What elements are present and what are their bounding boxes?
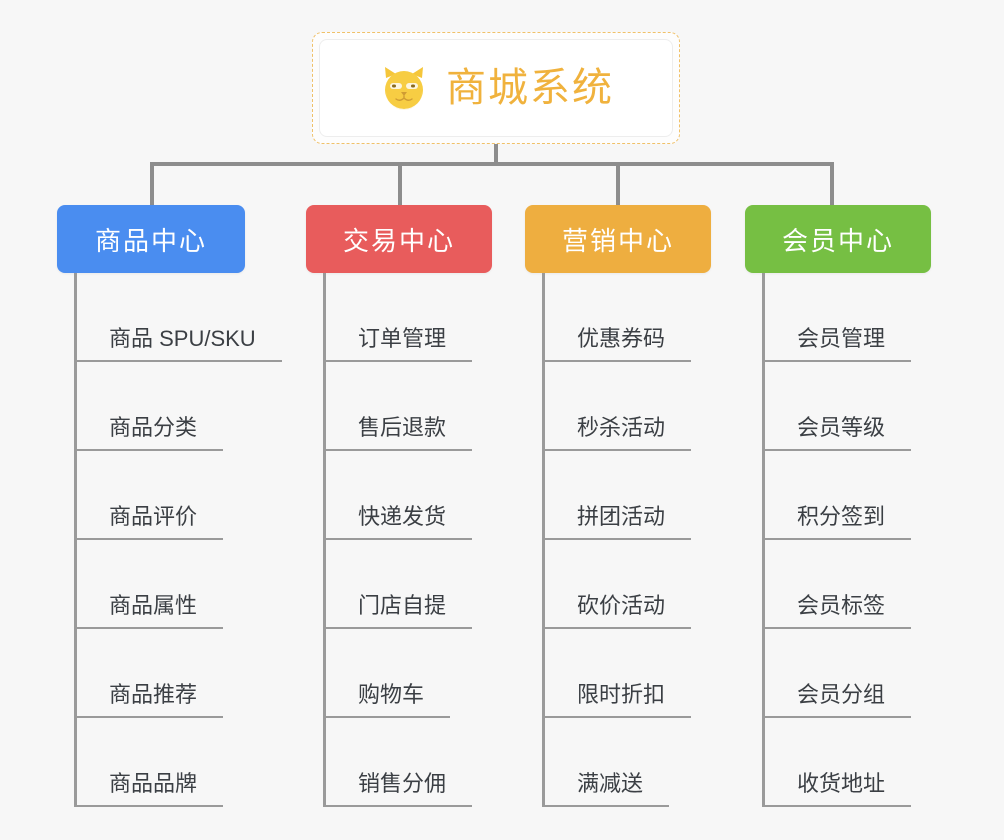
list-item[interactable]: 砍价活动 [545,540,711,629]
sub-item-label: 商品品牌 [77,771,224,807]
list-item[interactable]: 积分签到 [765,451,931,540]
sub-item-label: 购物车 [326,682,451,718]
category-box-trade-center[interactable]: 交易中心 [306,205,492,273]
branch-spine-member-center: 会员管理 会员等级 积分签到 会员标签 会员分组 收货地址 [762,273,931,807]
sub-item-label: 商品 SPU/SKU [77,326,282,362]
sub-item-label: 积分签到 [765,504,912,540]
connector-drop-trade-center [398,162,402,207]
category-box-product-center[interactable]: 商品中心 [57,205,245,273]
list-item[interactable]: 满减送 [545,718,711,807]
list-item[interactable]: 门店自提 [326,540,492,629]
sub-item-label: 订单管理 [326,326,473,362]
list-item[interactable]: 购物车 [326,629,492,718]
sub-item-label: 会员分组 [765,682,912,718]
list-item[interactable]: 会员标签 [765,540,931,629]
list-item[interactable]: 销售分佣 [326,718,492,807]
branch-column-member-center: 会员中心 会员管理 会员等级 积分签到 会员标签 会员分组 收货地址 [745,205,931,807]
sub-item-label: 优惠券码 [545,326,692,362]
sub-item-label: 砍价活动 [545,593,692,629]
connector-drop-marketing-center [616,162,620,207]
list-item[interactable]: 售后退款 [326,362,492,451]
sub-item-label: 收货地址 [765,771,912,807]
branch-spine-marketing-center: 优惠券码 秒杀活动 拼团活动 砍价活动 限时折扣 满减送 [542,273,711,807]
sub-item-label: 会员标签 [765,593,912,629]
list-item[interactable]: 商品分类 [77,362,245,451]
sub-item-label: 会员管理 [765,326,912,362]
list-item[interactable]: 秒杀活动 [545,362,711,451]
sub-item-list-product-center: 商品 SPU/SKU 商品分类 商品评价 商品属性 商品推荐 商品品牌 [77,273,282,807]
list-item[interactable]: 会员管理 [765,273,931,362]
sub-item-list-trade-center: 订单管理 售后退款 快递发货 门店自提 购物车 销售分佣 [326,273,492,807]
sub-item-label: 会员等级 [765,415,912,451]
sub-item-label: 拼团活动 [545,504,692,540]
list-item[interactable]: 快递发货 [326,451,492,540]
root-node-inner-frame [319,39,673,137]
sub-item-label: 门店自提 [326,593,473,629]
list-item[interactable]: 收货地址 [765,718,931,807]
category-box-marketing-center[interactable]: 营销中心 [525,205,711,273]
list-item[interactable]: 商品属性 [77,540,245,629]
branch-column-marketing-center: 营销中心 优惠券码 秒杀活动 拼团活动 砍价活动 限时折扣 满减送 [525,205,711,807]
list-item[interactable]: 限时折扣 [545,629,711,718]
sub-item-list-member-center: 会员管理 会员等级 积分签到 会员标签 会员分组 收货地址 [765,273,931,807]
sub-item-label: 售后退款 [326,415,473,451]
sub-item-label: 限时折扣 [545,682,692,718]
list-item[interactable]: 会员等级 [765,362,931,451]
list-item[interactable]: 优惠券码 [545,273,711,362]
sub-item-label: 快递发货 [326,504,473,540]
sub-item-label: 满减送 [545,771,670,807]
list-item[interactable]: 商品推荐 [77,629,245,718]
list-item[interactable]: 商品评价 [77,451,245,540]
connector-drop-product-center [150,162,154,207]
category-box-member-center[interactable]: 会员中心 [745,205,931,273]
sub-item-label: 商品分类 [77,415,224,451]
branch-column-product-center: 商品中心 商品 SPU/SKU 商品分类 商品评价 商品属性 商品推荐 商品品牌 [57,205,282,807]
list-item[interactable]: 订单管理 [326,273,492,362]
list-item[interactable]: 商品品牌 [77,718,245,807]
shiba-dog-icon [378,62,430,114]
sub-item-label: 销售分佣 [326,771,473,807]
branch-spine-product-center: 商品 SPU/SKU 商品分类 商品评价 商品属性 商品推荐 商品品牌 [74,273,282,807]
list-item[interactable]: 拼团活动 [545,451,711,540]
sub-item-list-marketing-center: 优惠券码 秒杀活动 拼团活动 砍价活动 限时折扣 满减送 [545,273,711,807]
sub-item-label: 秒杀活动 [545,415,692,451]
list-item[interactable]: 商品 SPU/SKU [77,273,282,362]
list-item[interactable]: 会员分组 [765,629,931,718]
sub-item-label: 商品属性 [77,593,224,629]
branch-spine-trade-center: 订单管理 售后退款 快递发货 门店自提 购物车 销售分佣 [323,273,492,807]
connector-root-trunk [494,144,498,164]
branch-column-trade-center: 交易中心 订单管理 售后退款 快递发货 门店自提 购物车 销售分佣 [306,205,492,807]
sub-item-label: 商品评价 [77,504,224,540]
root-node-mall-system[interactable]: 商城系统 [312,32,680,144]
root-node-title: 商城系统 [446,66,614,110]
root-node-content: 商城系统 [378,62,614,114]
sub-item-label: 商品推荐 [77,682,224,718]
connector-drop-member-center [830,162,834,207]
connector-horizontal-bus [150,162,834,166]
